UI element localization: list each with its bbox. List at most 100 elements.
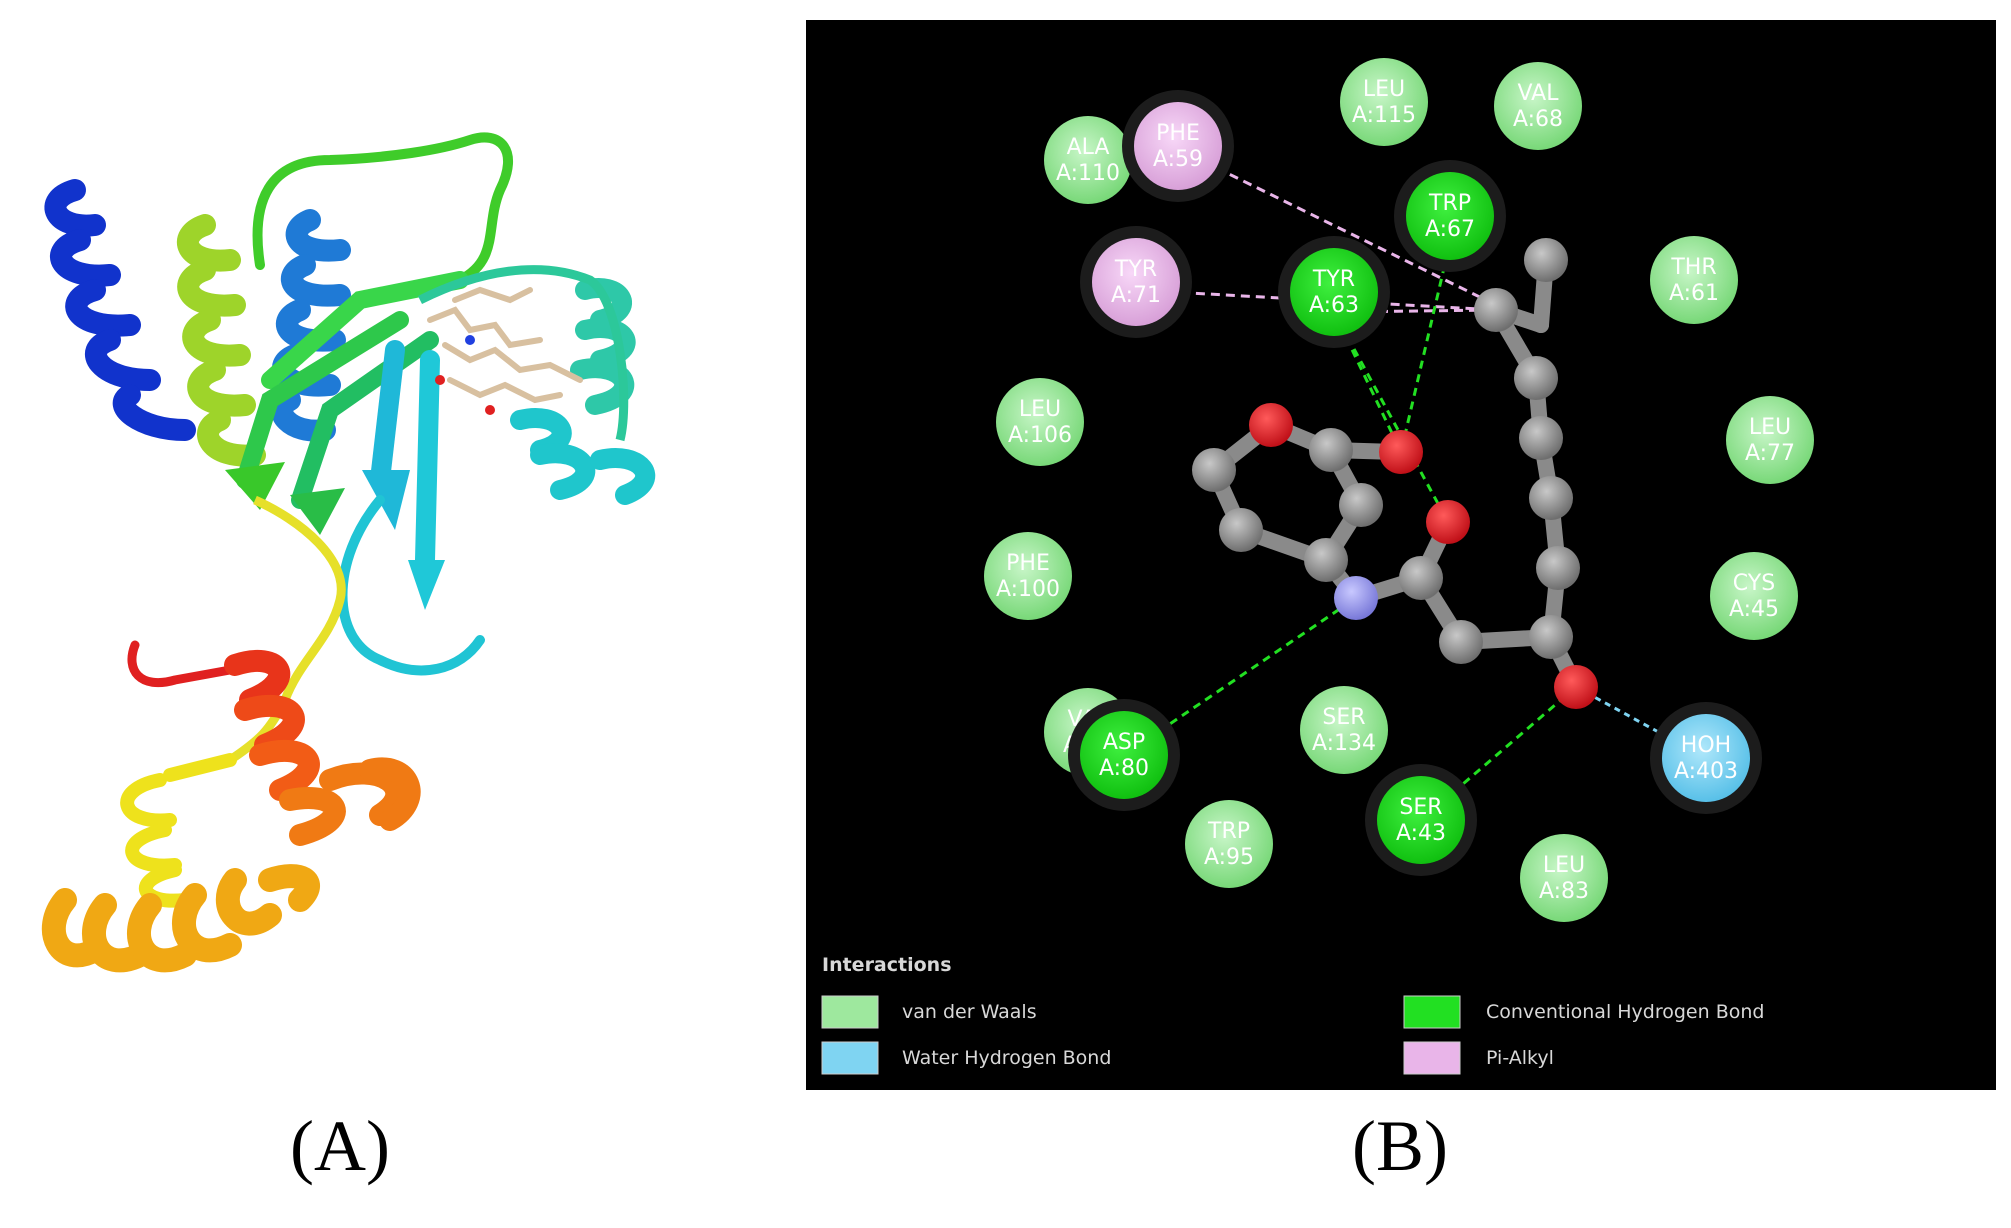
carbon-atom bbox=[1399, 556, 1443, 600]
residue-name: HOH bbox=[1681, 733, 1731, 758]
residue-id: A:59 bbox=[1153, 147, 1203, 172]
residue-name: ALA bbox=[1067, 135, 1110, 160]
ligand-bonds bbox=[1206, 252, 1584, 695]
residue-circle bbox=[1185, 800, 1273, 888]
residue-id: A:95 bbox=[1204, 845, 1254, 870]
carbon-atom bbox=[1192, 448, 1236, 492]
residue-circle bbox=[1290, 248, 1378, 336]
residue-name: LEU bbox=[1749, 415, 1791, 440]
protein-ribbon-image bbox=[41, 132, 656, 973]
residue-circle bbox=[984, 532, 1072, 620]
residue-circle bbox=[1092, 238, 1180, 326]
oxygen-atom bbox=[1249, 403, 1293, 447]
residue-circle bbox=[1377, 776, 1465, 864]
carbon-atom bbox=[1219, 508, 1263, 552]
residue-name: LEU bbox=[1363, 77, 1405, 102]
pi-alkyl-line bbox=[1333, 308, 1497, 314]
hbond-line bbox=[1332, 311, 1403, 453]
legend-label: Water Hydrogen Bond bbox=[902, 1047, 1111, 1069]
carbon-atom bbox=[1439, 620, 1483, 664]
residue-id: A:43 bbox=[1396, 821, 1446, 846]
residue-name: PHE bbox=[1006, 551, 1050, 576]
residue-id: A:71 bbox=[1111, 283, 1161, 308]
helix-orange bbox=[279, 757, 421, 846]
residue-id: A:61 bbox=[1669, 281, 1719, 306]
helix-blue bbox=[44, 179, 196, 441]
oxygen-atom bbox=[1426, 500, 1470, 544]
legend-swatch-vdw bbox=[821, 995, 879, 1029]
residue-circle bbox=[1406, 172, 1494, 260]
ligand-sticks bbox=[427, 286, 583, 415]
oxygen-atom bbox=[1379, 430, 1423, 474]
legend-swatch-water bbox=[821, 1041, 879, 1075]
panel-label-b: (B) bbox=[1352, 1106, 1448, 1186]
carbon-atom bbox=[1304, 538, 1348, 582]
legend-label: Conventional Hydrogen Bond bbox=[1486, 1001, 1764, 1023]
helix-cyan-right bbox=[510, 408, 656, 505]
carbon-atom bbox=[1529, 615, 1573, 659]
residue-id: A:45 bbox=[1729, 597, 1779, 622]
carbon-atom bbox=[1474, 288, 1518, 332]
helix-gold bbox=[41, 864, 320, 973]
residue-id: A:106 bbox=[1008, 423, 1072, 448]
residue-id: A:403 bbox=[1674, 759, 1738, 784]
residue-name: SER bbox=[1322, 705, 1365, 730]
oxygen-atom bbox=[1554, 665, 1598, 709]
carbon-atom bbox=[1536, 546, 1580, 590]
residue-circle bbox=[1726, 396, 1814, 484]
legend: Interactions van der Waals Conventional … bbox=[821, 954, 1764, 1075]
protein-ribbon-panel bbox=[0, 0, 780, 1223]
residue-nodes: ALAA:110PHEA:59LEUA:115VALA:68TRPA:67TYR… bbox=[984, 58, 1814, 922]
residue-circle bbox=[1650, 236, 1738, 324]
legend-label: Pi-Alkyl bbox=[1486, 1047, 1554, 1069]
interaction-diagram: ALAA:110PHEA:59LEUA:115VALA:68TRPA:67TYR… bbox=[821, 58, 1814, 1075]
hbond-line bbox=[1332, 311, 1450, 523]
legend-title: Interactions bbox=[822, 954, 952, 976]
carbon-atom bbox=[1309, 428, 1353, 472]
helix-yellow bbox=[120, 753, 237, 908]
residue-circle bbox=[1080, 711, 1168, 799]
residue-id: A:134 bbox=[1312, 731, 1376, 756]
residue-id: A:110 bbox=[1056, 161, 1120, 186]
residue-circle bbox=[1494, 62, 1582, 150]
residue-id: A:83 bbox=[1539, 879, 1589, 904]
residue-name: VAL bbox=[1518, 81, 1560, 106]
residue-circle bbox=[1520, 834, 1608, 922]
helix-red bbox=[127, 640, 320, 801]
ligand-atoms bbox=[1192, 238, 1598, 709]
residue-name: SER bbox=[1399, 795, 1442, 820]
residue-id: A:77 bbox=[1745, 441, 1795, 466]
legend-swatch-hbond bbox=[1403, 995, 1461, 1029]
legend-swatch-pialkyl bbox=[1403, 1041, 1461, 1075]
residue-name: ASP bbox=[1103, 730, 1145, 755]
residue-circle bbox=[1710, 552, 1798, 640]
residue-id: A:68 bbox=[1513, 107, 1563, 132]
residue-id: A:80 bbox=[1099, 756, 1149, 781]
residue-circle bbox=[1044, 116, 1132, 204]
residue-name: CYS bbox=[1733, 571, 1775, 596]
residue-name: TYR bbox=[1114, 257, 1157, 282]
loop-green-top bbox=[252, 132, 514, 285]
hbond-line bbox=[1399, 237, 1453, 453]
carbon-atom bbox=[1519, 416, 1563, 460]
carbon-atom bbox=[1339, 483, 1383, 527]
legend-label: van der Waals bbox=[902, 1001, 1037, 1023]
helix-yellowgreen bbox=[176, 214, 266, 467]
residue-name: TRP bbox=[1428, 191, 1471, 216]
carbon-atom bbox=[1529, 476, 1573, 520]
